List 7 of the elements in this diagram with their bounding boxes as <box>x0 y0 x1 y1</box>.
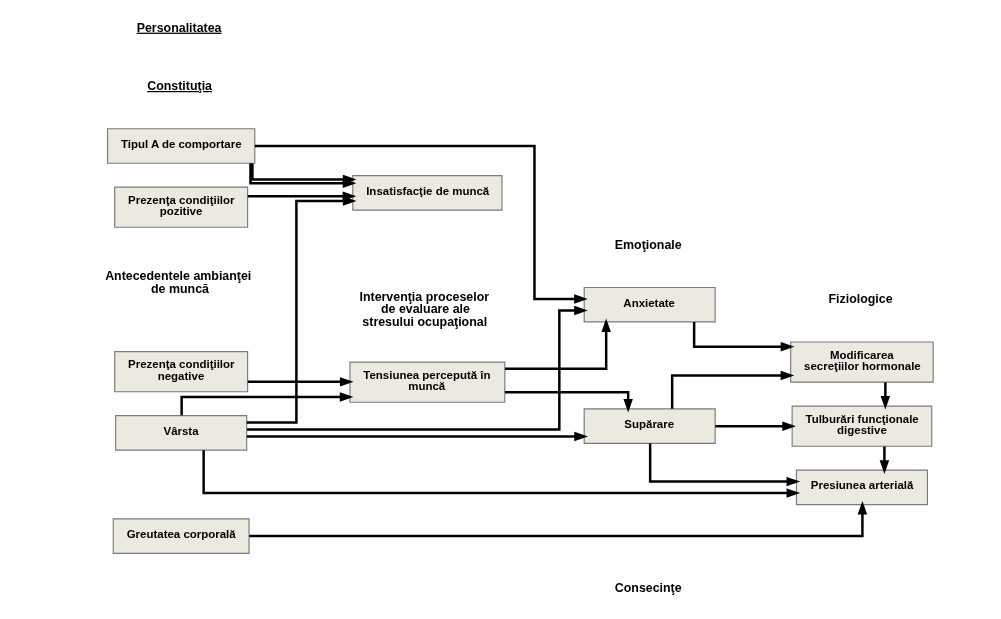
label: Constituţia <box>146 78 212 93</box>
label: Fiziologice <box>827 292 893 307</box>
label: Antecedentele ambianţei de muncă <box>104 269 251 296</box>
label: Emoţionale <box>614 237 682 252</box>
label: Consecinţe <box>614 580 682 595</box>
label: Personalitatea <box>136 20 222 35</box>
label: Intervenţia proceselor de evaluare ale stresului ocupaţional <box>358 289 489 329</box>
